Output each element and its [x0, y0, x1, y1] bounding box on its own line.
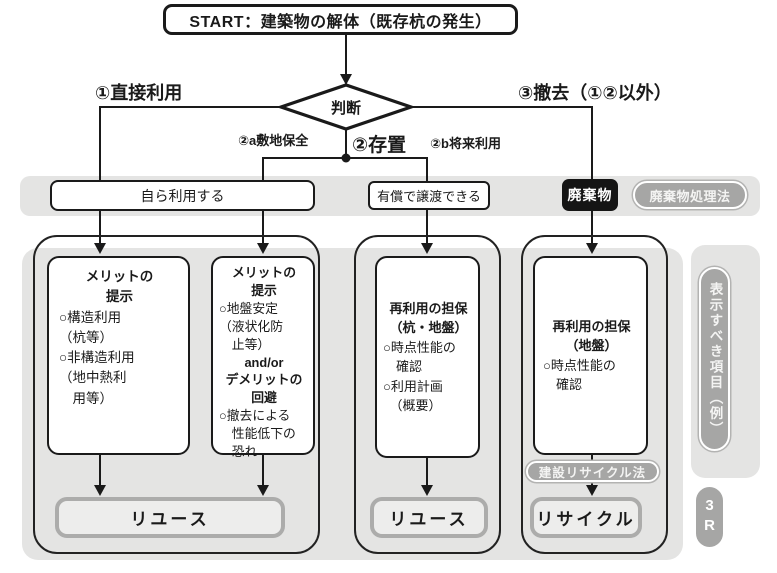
- box2-heading: メリットの 提示: [232, 265, 296, 298]
- paid-transfer-node: 有償で譲渡できる: [368, 181, 490, 210]
- decision-label: 判断: [330, 99, 361, 117]
- box4-heading: 再利用の担保 （地盤）: [552, 318, 631, 354]
- waste-law-label: 廃棄物処理法: [649, 188, 731, 204]
- box2-body1: ○地盤安定 （液状化防 止等）: [219, 300, 283, 352]
- paid-transfer-label: 有償で譲渡できる: [377, 189, 481, 204]
- three-r-badge: 3R: [696, 487, 723, 547]
- display-items-label: 表示すべき項目（例）: [707, 281, 723, 437]
- result-reuse-direct: リユース: [55, 497, 285, 538]
- decision-node: 判断: [286, 88, 406, 126]
- group-outline-leave-in-place: [354, 235, 501, 554]
- branch-label-site-preservation: ②a敷地保全: [238, 133, 309, 148]
- arrowheads: [94, 74, 598, 496]
- self-use-label: 自ら利用する: [140, 187, 225, 204]
- group-outline-direct-use: [33, 235, 320, 554]
- self-use-node: 自ら利用する: [50, 180, 315, 211]
- waste-law-badge: 廃棄物処理法: [633, 181, 747, 209]
- box3-heading: 再利用の担保 （杭・地盤）: [389, 300, 468, 336]
- decision-diamond: [276, 83, 416, 131]
- result-reuse-direct-label: リユース: [130, 510, 210, 529]
- box3-body: ○時点性能の 確認 ○利用計画 （概要）: [383, 339, 456, 414]
- waste-node: 廃棄物: [562, 179, 618, 211]
- group-outline-removal: [521, 235, 668, 554]
- branch-label-direct-use: ①直接利用: [95, 83, 183, 103]
- box2-heading2: デメリットの 回避: [225, 372, 303, 406]
- result-reuse-leave-label: リユース: [389, 510, 469, 529]
- display-items-badge: 表示すべき項目（例）: [699, 267, 730, 451]
- waste-label: 廃棄物: [567, 187, 613, 203]
- box2-body2: ○撤去による 性能低下の 恐れ: [219, 408, 296, 460]
- result-recycle: リサイクル: [530, 497, 642, 538]
- detail-box-direct-use: メリットの 提示 ○構造利用 （杭等） ○非構造利用 （地中熱利 用等）: [47, 256, 190, 455]
- detail-box-future-use: 再利用の担保 （杭・地盤） ○時点性能の 確認 ○利用計画 （概要）: [375, 256, 480, 458]
- box1-body: ○構造利用 （杭等） ○非構造利用 （地中熱利 用等）: [59, 309, 135, 406]
- detail-box-site-preservation: メリットの 提示 ○地盤安定 （液状化防 止等） and/or デメリットの 回…: [211, 256, 315, 459]
- box1-heading: メリットの 提示: [85, 269, 154, 305]
- start-node: START：建築物の解体（既存杭の発生）: [163, 4, 518, 35]
- three-r-label: 3R: [701, 497, 718, 537]
- construction-recycle-law-badge: 建設リサイクル法: [526, 461, 659, 482]
- construction-recycle-law-label: 建設リサイクル法: [538, 466, 647, 480]
- result-reuse-leave: リユース: [370, 497, 488, 538]
- result-recycle-label: リサイクル: [536, 510, 636, 529]
- detail-box-removal: 再利用の担保 （地盤） ○時点性能の 確認: [533, 256, 648, 455]
- branch-label-removal: ③撤去（①②以外）: [518, 83, 672, 103]
- branch-label-future-use: ②b将来利用: [430, 136, 501, 151]
- start-label: START：建築物の解体（既存杭の発生）: [189, 13, 492, 31]
- box2-connector: and/or: [244, 354, 284, 370]
- branch-label-leave-in-place: ②存置: [352, 135, 407, 156]
- box4-body: ○時点性能の 確認: [543, 357, 616, 393]
